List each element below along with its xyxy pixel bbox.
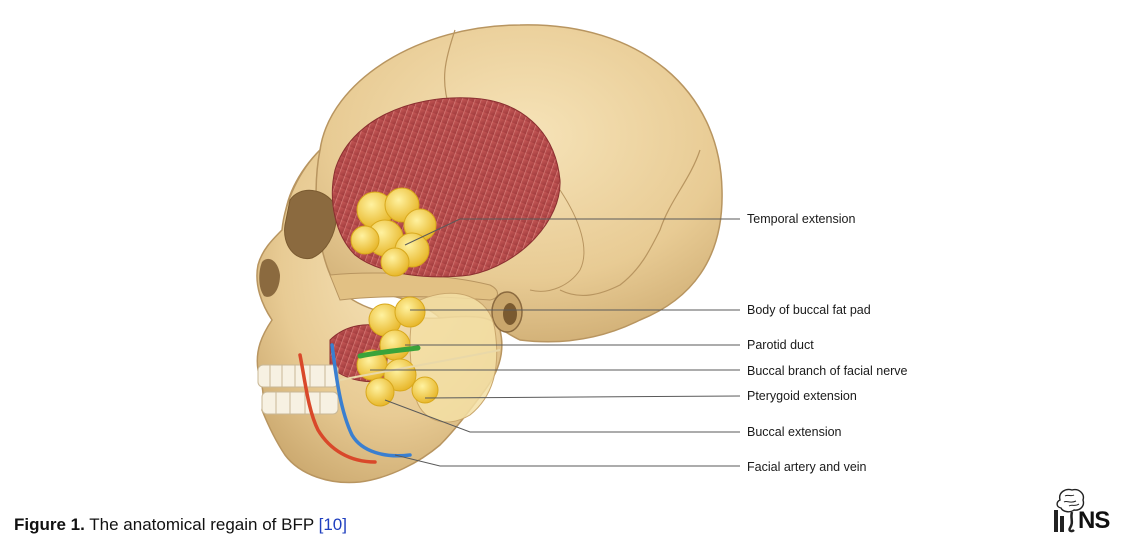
label-buccal-extension: Buccal extension: [747, 425, 842, 439]
label-body-of-buccal-fat-pad: Body of buccal fat pad: [747, 303, 871, 317]
figure-label: Figure 1.: [14, 515, 85, 534]
ear-hole: [503, 303, 517, 325]
orbit: [284, 190, 337, 260]
logo-text: NS: [1078, 507, 1110, 534]
nasal-cavity: [259, 258, 280, 297]
anatomy-illustration: Temporal extension Body of buccal fat pa…: [256, 24, 908, 484]
label-buccal-branch-facial-nerve: Buccal branch of facial nerve: [747, 364, 908, 378]
citation-link[interactable]: [10]: [318, 515, 347, 534]
facial-vein: [330, 343, 412, 458]
buccal-fat-pad-temporal: [350, 187, 437, 277]
label-parotid-duct: Parotid duct: [747, 338, 814, 352]
label-pterygoid-extension: Pterygoid extension: [747, 389, 857, 403]
teeth: [257, 364, 339, 415]
label-temporal-extension: Temporal extension: [747, 212, 855, 226]
brain-logo-icon: [1054, 488, 1085, 533]
caption-text: The anatomical regain of BFP: [84, 515, 319, 534]
lambdoid-suture: [559, 149, 701, 296]
leader-lines: [370, 218, 741, 467]
label-facial-artery-and-vein: Facial artery and vein: [747, 460, 867, 474]
squamous-suture: [529, 189, 585, 292]
figure-caption: Figure 1. The anatomical regain of BFP […: [14, 515, 347, 535]
parotid-duct: [357, 345, 421, 359]
callout-labels: Temporal extension Body of buccal fat pa…: [747, 212, 908, 474]
facial-nerve-branch: [339, 349, 501, 381]
facial-artery: [298, 353, 377, 464]
